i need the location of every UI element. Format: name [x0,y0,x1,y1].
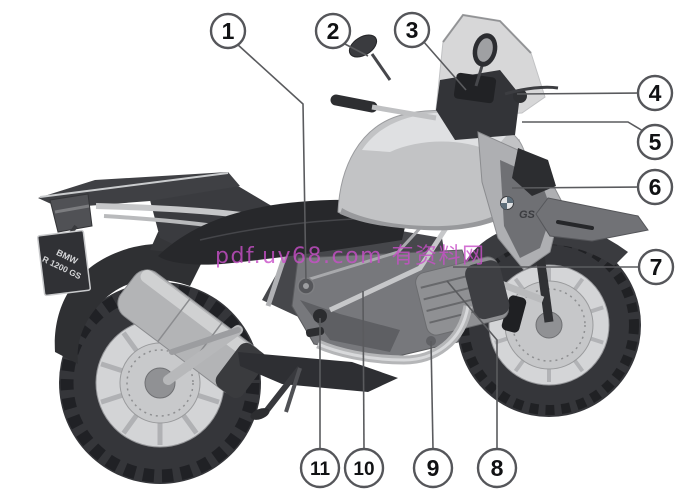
rear-shock [265,251,289,307]
callout-number-5: 5 [649,129,662,155]
callout-11: 11 [299,447,341,489]
callout-line-3 [422,40,467,91]
callout-number-9: 9 [427,455,440,481]
paralever-strut [169,327,241,355]
callout-3: 3 [393,11,431,49]
callout-4: 4 [636,74,674,112]
side-stand [261,366,303,416]
front-beak [535,197,649,242]
left-mirror [348,34,392,81]
callout-2: 2 [314,12,352,50]
callout-circle-6 [636,168,674,206]
callout-number-4: 4 [649,80,662,106]
fluid-cap [313,309,327,323]
callout-number-8: 8 [491,455,504,481]
callout-line-10 [362,290,365,450]
callout-6: 6 [636,168,674,206]
callout-8: 8 [476,447,518,489]
callout-line-5 [522,121,644,132]
callout-circle-4 [636,74,674,112]
turn-indicator [556,220,594,230]
callout-circle-10 [343,447,385,489]
taillight [49,193,93,233]
belly-pan [238,352,398,392]
gs-badge: GS [519,209,536,221]
callout-circle-3 [393,11,431,49]
callout-circle-9 [412,447,454,489]
fork-lower [535,254,554,323]
callout-circle-1 [209,12,247,50]
callout-circle-2 [314,12,352,50]
callout-line-1 [236,43,307,284]
callout-line-9 [430,340,434,450]
right-mirror [472,33,498,87]
callout-circle-5 [636,123,674,161]
cylinder-head [415,256,510,336]
handlebar [330,85,559,121]
callout-9: 9 [412,447,454,489]
callout-line-6 [511,186,639,189]
callout-number-3: 3 [406,17,419,43]
callout-number-11: 11 [310,459,331,480]
license-plate: BMW R 1200 GS [36,229,92,297]
callout-number-1: 1 [222,18,235,44]
callout-balloons: 1 2 3 4 5 6 7 8 [209,11,675,489]
callout-number-7: 7 [650,254,663,280]
stand-strut [284,367,302,413]
exhaust-pipe-highlight [317,305,470,362]
swingarm [163,325,243,385]
callout-circle-11 [299,447,341,489]
callout-number-2: 2 [327,18,340,44]
callout-number-10: 10 [353,459,374,480]
callout-number-6: 6 [649,174,662,200]
bmw-roundel [500,196,514,210]
rear-mudguard [54,243,206,364]
callout-10: 10 [343,447,385,489]
front-fender [452,222,628,304]
callout-circle-8 [476,447,518,489]
frame-bolt-center [303,283,309,289]
callout-line-2 [342,42,369,57]
callout-line-8 [446,280,498,449]
watermark-text: pdf.uv68.com 有资料网 [215,244,486,269]
callout-7: 7 [637,248,675,286]
callout-5: 5 [636,123,674,161]
instrument-panel [453,72,497,104]
callout-line-4 [516,92,639,95]
callout-circle-7 [637,248,675,286]
callout-lines [236,40,644,450]
callout-1: 1 [209,12,247,50]
motorcycle-illustration: BMW R 1200 GS [36,13,649,484]
headlight [512,148,556,196]
windscreen-edge [442,13,532,54]
stand-foot [250,408,270,420]
